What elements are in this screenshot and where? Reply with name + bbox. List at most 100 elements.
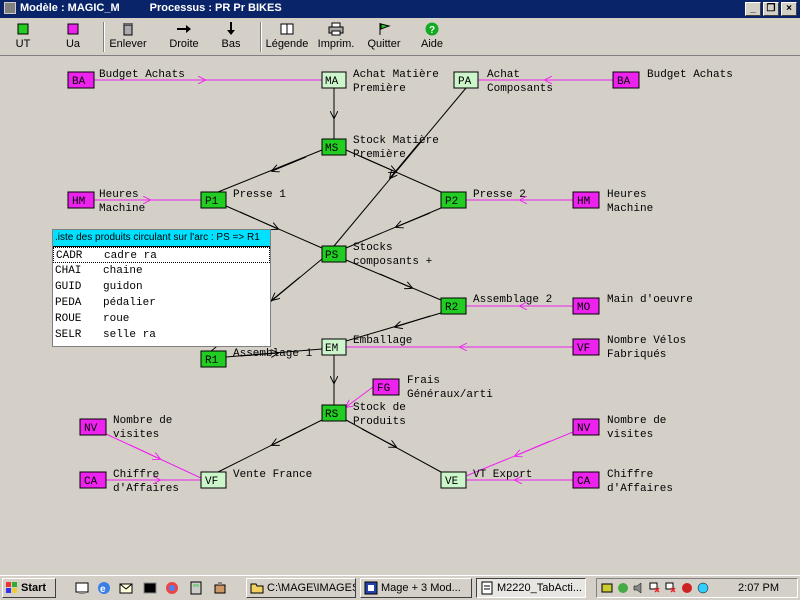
app-icon (4, 2, 16, 15)
tray-app-icon[interactable] (601, 582, 613, 594)
node-hm-right[interactable]: HM Heures Machine (572, 189, 653, 215)
svg-text:visites: visites (607, 429, 653, 441)
node-pa[interactable]: PA Achat Composants (453, 69, 553, 95)
start-button[interactable]: Start (2, 578, 56, 598)
ua-button[interactable]: Ua (58, 20, 88, 54)
node-vf-bottom[interactable]: VF Vente France (200, 469, 312, 489)
bas-button[interactable]: Bas (216, 20, 246, 54)
aide-button[interactable]: ? Aide (418, 20, 446, 54)
imprim-button[interactable]: Imprim. (316, 20, 356, 54)
tray-network-icon[interactable] (649, 582, 661, 594)
node-em[interactable]: EM Emballage (321, 335, 412, 356)
desktop-icon[interactable] (74, 580, 90, 596)
book-icon (280, 23, 294, 35)
link-fg-rs (346, 386, 374, 407)
tray-antivirus-icon[interactable] (681, 582, 693, 594)
svg-text:Assemblage 1: Assemblage 1 (233, 348, 313, 360)
minimize-button[interactable]: _ (745, 2, 761, 16)
node-r1[interactable]: R1 Assemblage 1 (200, 348, 313, 368)
node-ma[interactable]: MA Achat Matière Première (321, 69, 439, 95)
svg-text:Première: Première (353, 149, 406, 161)
mage-app-icon (364, 581, 378, 595)
svg-text:PS: PS (325, 250, 339, 262)
svg-text:FG: FG (377, 383, 390, 395)
task-button-images-folder[interactable]: C:\MAGE\IMAGES (246, 578, 356, 598)
svg-text:PA: PA (458, 76, 472, 88)
quitter-button[interactable]: Quitter (364, 20, 404, 54)
svg-text:R1: R1 (205, 355, 219, 367)
svg-text:Budget Achats: Budget Achats (647, 69, 733, 81)
node-ca-right[interactable]: CA Chiffre d'Affaires (572, 469, 673, 495)
svg-text:NV: NV (84, 423, 98, 435)
terminal-icon[interactable] (142, 580, 158, 596)
ut-button[interactable]: UT (8, 20, 38, 54)
network-icon[interactable] (164, 580, 180, 596)
task-button-tabacti[interactable]: M2220_TabActi... (476, 578, 586, 598)
svg-text:CA: CA (84, 476, 98, 488)
tray-sync-icon[interactable] (617, 582, 629, 594)
svg-text:Presse 2: Presse 2 (473, 189, 526, 201)
node-ve[interactable]: VE VT Export (440, 469, 532, 489)
process-title: Processus : PR Pr BIKES (149, 2, 282, 14)
tray-network-disconnected-icon[interactable] (665, 582, 677, 594)
outlook-icon[interactable] (118, 580, 134, 596)
svg-text:Généraux/arti: Généraux/arti (407, 389, 493, 401)
volume-icon[interactable] (633, 582, 645, 594)
tools-icon[interactable] (212, 580, 228, 596)
node-nv-right[interactable]: NV Nombre de visites (572, 415, 666, 441)
node-hm-left[interactable]: HM Heures Machine (67, 189, 145, 215)
green-square-icon (17, 23, 29, 35)
svg-text:Machine: Machine (99, 203, 145, 215)
calculator-icon[interactable] (188, 580, 204, 596)
svg-text:P1: P1 (205, 196, 219, 208)
document-icon (481, 581, 493, 595)
node-p2[interactable]: P2 Presse 2 (440, 189, 526, 209)
svg-text:HM: HM (72, 196, 85, 208)
enlever-button[interactable]: Enlever (106, 20, 150, 54)
svg-text:Assemblage 2: Assemblage 2 (473, 294, 552, 306)
droite-button[interactable]: Droite (164, 20, 204, 54)
node-mo[interactable]: MO Main d'oeuvre (572, 294, 693, 315)
svg-text:Budget Achats: Budget Achats (99, 69, 185, 81)
svg-text:HM: HM (577, 196, 590, 208)
svg-text:P2: P2 (445, 196, 458, 208)
svg-text:RS: RS (325, 409, 339, 421)
node-fg[interactable]: FG Frais Généraux/arti (372, 375, 493, 401)
popup-title: .iste des produits circulant sur l'arc :… (53, 230, 270, 247)
node-ba-right[interactable]: BA Budget Achats (612, 69, 733, 89)
node-nv-left[interactable]: NV Nombre de visites (79, 415, 172, 441)
arc-products-popup: .iste des produits circulant sur l'arc :… (52, 229, 271, 347)
legende-button[interactable]: Légende (264, 20, 310, 54)
node-ps[interactable]: PS Stocks composants + (321, 242, 432, 268)
node-rs[interactable]: RS Stock de Produits (321, 402, 406, 428)
node-ms[interactable]: MS Stock Matière Première (321, 135, 439, 161)
tray-clock-icon[interactable] (697, 582, 709, 594)
toolbar: UT Ua Enlever Droite Bas Légende Imprim.… (0, 18, 800, 56)
node-ba-left[interactable]: BA Budget Achats (67, 69, 185, 89)
close-button[interactable]: × (781, 2, 797, 16)
taskbar: Start e C:\MAGE\IMAGES Mage + 3 Mod... M… (0, 575, 800, 600)
svg-text:MA: MA (325, 76, 339, 88)
taskbar-clock: 2:07 PM (738, 582, 779, 594)
node-vf-top[interactable]: VF Nombre Vélos Fabriqués (572, 335, 686, 361)
toolbar-separator (260, 22, 262, 52)
task-button-mage[interactable]: Mage + 3 Mod... (360, 578, 472, 598)
svg-text:Achat Matière: Achat Matière (353, 69, 439, 81)
svg-text:Stock de: Stock de (353, 402, 406, 414)
node-r2[interactable]: R2 Assemblage 2 (440, 294, 552, 315)
node-ca-left[interactable]: CA Chiffre d'Affaires (79, 469, 179, 495)
trash-icon (123, 23, 133, 36)
node-p1[interactable]: P1 Presse 1 (200, 189, 286, 209)
windows-logo-icon (6, 582, 17, 593)
svg-text:Nombre Vélos: Nombre Vélos (607, 335, 686, 347)
internet-explorer-icon[interactable]: e (96, 580, 112, 596)
svg-text:e: e (100, 584, 106, 595)
svg-text:Chiffre: Chiffre (607, 469, 653, 481)
maximize-button[interactable]: ❐ (763, 2, 779, 16)
